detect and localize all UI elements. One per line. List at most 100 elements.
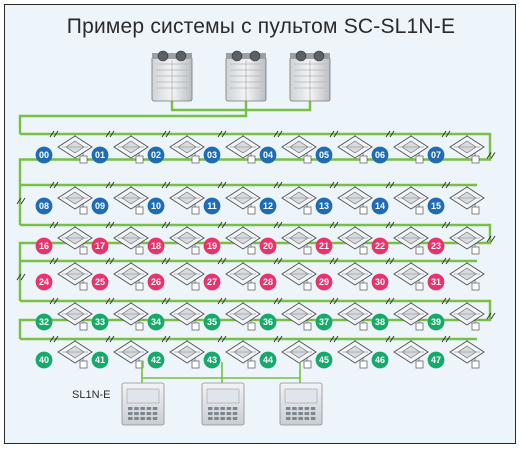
cut-mark bbox=[486, 312, 492, 320]
cut-mark bbox=[277, 257, 283, 265]
cut-mark bbox=[445, 257, 451, 265]
cut-mark bbox=[49, 221, 55, 229]
cut-mark bbox=[165, 335, 171, 343]
unit-address-label: 02 bbox=[151, 150, 161, 160]
controller-button bbox=[208, 412, 213, 415]
wired-remote-icon bbox=[415, 322, 424, 331]
unit-address-label: 36 bbox=[263, 317, 273, 327]
indoor-unit: 28 bbox=[259, 262, 317, 291]
cut-mark bbox=[49, 181, 55, 189]
controller-button bbox=[286, 412, 291, 415]
unit-address-label: 47 bbox=[431, 355, 441, 365]
unit-address-label: 29 bbox=[319, 277, 329, 287]
wired-remote-icon bbox=[79, 155, 88, 164]
indoor-unit: 32 bbox=[35, 302, 93, 331]
unit-address-label: 10 bbox=[151, 201, 161, 211]
unit-address-label: 12 bbox=[263, 201, 273, 211]
indoor-unit: 33 bbox=[91, 302, 149, 331]
unit-address-badge bbox=[371, 273, 389, 291]
wired-remote-icon bbox=[79, 246, 88, 255]
indoor-unit: 45 bbox=[315, 340, 373, 369]
wired-remote-icon bbox=[471, 246, 480, 255]
outdoor-unit-top bbox=[290, 53, 330, 59]
cut-mark bbox=[109, 335, 115, 343]
indoor-unit: 15 bbox=[427, 186, 485, 215]
controller-button bbox=[146, 407, 152, 410]
cut-mark bbox=[105, 181, 111, 189]
wired-remote-icon bbox=[415, 282, 424, 291]
cut-mark bbox=[277, 297, 283, 305]
wired-remote-icon bbox=[191, 282, 200, 291]
unit-address-badge bbox=[91, 197, 109, 215]
controller-button bbox=[140, 412, 145, 415]
cut-mark bbox=[333, 181, 339, 189]
wired-remote-icon bbox=[135, 322, 144, 331]
controller-button bbox=[208, 417, 213, 420]
cut-mark bbox=[221, 221, 227, 229]
unit-address-badge bbox=[147, 237, 165, 255]
unit-address-label: 19 bbox=[207, 241, 217, 251]
unit-address-badge bbox=[259, 146, 277, 164]
unit-address-badge bbox=[203, 197, 221, 215]
cut-mark bbox=[441, 335, 447, 343]
remote-controller bbox=[279, 362, 323, 426]
controller-button bbox=[286, 407, 291, 410]
indoor-unit: 35 bbox=[203, 302, 261, 331]
controller-button bbox=[220, 417, 225, 420]
controller-button bbox=[310, 412, 316, 415]
indoor-unit: 17 bbox=[91, 226, 149, 255]
wired-remote-icon bbox=[359, 246, 368, 255]
outdoor-units bbox=[151, 50, 331, 102]
wired-remote-icon bbox=[79, 206, 88, 215]
cut-mark bbox=[385, 335, 391, 343]
unit-address-label: 13 bbox=[319, 201, 329, 211]
controller-button bbox=[232, 412, 238, 415]
unit-address-badge bbox=[147, 313, 165, 331]
cut-mark bbox=[486, 235, 492, 243]
unit-address-label: 33 bbox=[95, 317, 105, 327]
cut-mark bbox=[445, 130, 451, 138]
controller-button bbox=[220, 407, 225, 410]
cut-mark bbox=[329, 297, 335, 305]
wired-remote-icon bbox=[471, 322, 480, 331]
cut-mark bbox=[385, 257, 391, 265]
cut-mark bbox=[445, 181, 451, 189]
indoor-unit: 02 bbox=[147, 135, 205, 164]
wired-remote-icon bbox=[191, 360, 200, 369]
unit-address-badge bbox=[91, 146, 109, 164]
cut-mark bbox=[441, 130, 447, 138]
unit-address-label: 08 bbox=[39, 201, 49, 211]
cut-mark bbox=[389, 130, 395, 138]
cut-mark bbox=[329, 335, 335, 343]
indoor-unit: 19 bbox=[203, 226, 261, 255]
unit-address-badge bbox=[427, 146, 445, 164]
controller-button bbox=[140, 407, 145, 410]
fan-icon bbox=[231, 50, 243, 62]
unit-address-badge bbox=[315, 351, 333, 369]
controller-screen bbox=[206, 388, 240, 404]
wired-remote-icon bbox=[471, 360, 480, 369]
unit-address-label: 45 bbox=[319, 355, 329, 365]
cut-mark bbox=[161, 181, 167, 189]
cut-mark bbox=[277, 181, 283, 189]
indoor-unit: 04 bbox=[259, 135, 317, 164]
indoor-unit: 39 bbox=[427, 302, 485, 331]
remote-controller bbox=[121, 362, 165, 426]
cut-mark bbox=[333, 257, 339, 265]
controller-button bbox=[134, 412, 139, 415]
unit-address-label: 38 bbox=[375, 317, 385, 327]
unit-address-badge bbox=[315, 197, 333, 215]
cut-mark bbox=[109, 181, 115, 189]
wired-remote-icon bbox=[471, 282, 480, 291]
cut-mark bbox=[221, 257, 227, 265]
indoor-unit: 37 bbox=[315, 302, 373, 331]
wired-remote-icon bbox=[359, 206, 368, 215]
controller-button bbox=[226, 407, 232, 410]
unit-address-badge bbox=[203, 237, 221, 255]
cut-mark bbox=[161, 221, 167, 229]
fan-icon bbox=[249, 50, 261, 62]
wired-remote-icon bbox=[79, 282, 88, 291]
controller-button bbox=[134, 417, 139, 420]
unit-address-badge bbox=[203, 146, 221, 164]
